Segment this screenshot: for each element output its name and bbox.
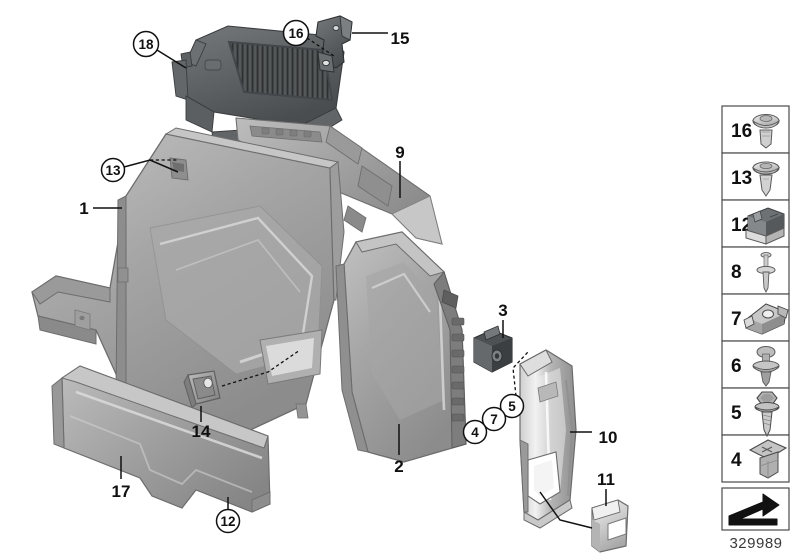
callout-plain-1[interactable]: 1 [79, 199, 88, 218]
callout-label: 16 [288, 26, 304, 41]
legend-number: 6 [731, 356, 742, 377]
callout-label: 4 [471, 425, 479, 440]
callout-circled-4[interactable]: 4 [462, 419, 488, 445]
expanding-nut-icon [748, 439, 788, 479]
part-number: 329989 [729, 535, 782, 552]
legend-number: 4 [731, 450, 742, 471]
callout-circled-12[interactable]: 12 [215, 508, 241, 534]
legend-number: 8 [731, 262, 742, 283]
callout-label: 18 [138, 37, 154, 52]
callout-plain-2[interactable]: 2 [394, 457, 403, 476]
push-rivet-icon [752, 346, 780, 387]
legend-row-13[interactable]: 13 [731, 161, 781, 197]
hex-screw-icon [754, 391, 780, 438]
callout-plain-10[interactable]: 10 [599, 428, 618, 447]
callout-plain-9[interactable]: 9 [395, 143, 404, 162]
metal-clip-icon [745, 207, 785, 245]
part-c-pillar-trim-column [519, 349, 577, 529]
callout-plain-11[interactable]: 11 [597, 470, 615, 489]
callout-circled-13[interactable]: 13 [100, 157, 126, 183]
callout-plain-3[interactable]: 3 [498, 301, 507, 320]
callout-circled-7[interactable]: 7 [481, 406, 507, 432]
legend-row-5[interactable]: 5 [731, 391, 780, 438]
callout-label: 7 [490, 412, 498, 427]
direction-arrow-icon [728, 493, 780, 526]
callout-plain-15[interactable]: 15 [391, 29, 410, 48]
pin-rivet-icon [756, 252, 776, 294]
part-pillar-end-cap [591, 499, 629, 553]
legend-row-direction [728, 493, 780, 526]
callout-label: 13 [105, 163, 121, 178]
callout-circled-18[interactable]: 18 [132, 30, 160, 58]
part-socket-housing [473, 325, 513, 373]
legend-row-12[interactable]: 12 [731, 207, 785, 245]
part-lateral-trim-panel-main [31, 127, 345, 433]
screw-flange-head-icon [751, 114, 781, 149]
callout-label: 5 [508, 399, 516, 414]
legend-row-6[interactable]: 6 [731, 346, 780, 387]
callout-plain-17[interactable]: 17 [112, 482, 131, 501]
callout-plain-14[interactable]: 14 [192, 422, 211, 441]
part-sill-strip-trim [51, 365, 271, 513]
callout-circled-16[interactable]: 16 [282, 19, 310, 47]
legend-number: 5 [731, 403, 742, 424]
legend-number: 13 [731, 168, 752, 189]
leader-lines [93, 32, 607, 529]
callout-label: 12 [220, 514, 235, 529]
legend-row-16[interactable]: 16 [731, 114, 781, 149]
plastic-rivet-icon [751, 161, 781, 197]
u-nut-clip-icon [743, 303, 789, 335]
part-vented-speaker-panel [171, 25, 345, 149]
callout-circled-5[interactable]: 5 [499, 393, 525, 419]
legend-row-7[interactable]: 7 [731, 303, 789, 335]
part-mounting-bracket [315, 15, 353, 73]
part-lashing-eye-grommet [183, 370, 221, 409]
legend-row-4[interactable]: 4 [731, 439, 788, 479]
legend-row-8[interactable]: 8 [731, 252, 776, 294]
part-wheel-arch-trim-panel [335, 231, 467, 463]
legend-number: 7 [731, 309, 742, 330]
legend-number: 16 [731, 121, 752, 142]
